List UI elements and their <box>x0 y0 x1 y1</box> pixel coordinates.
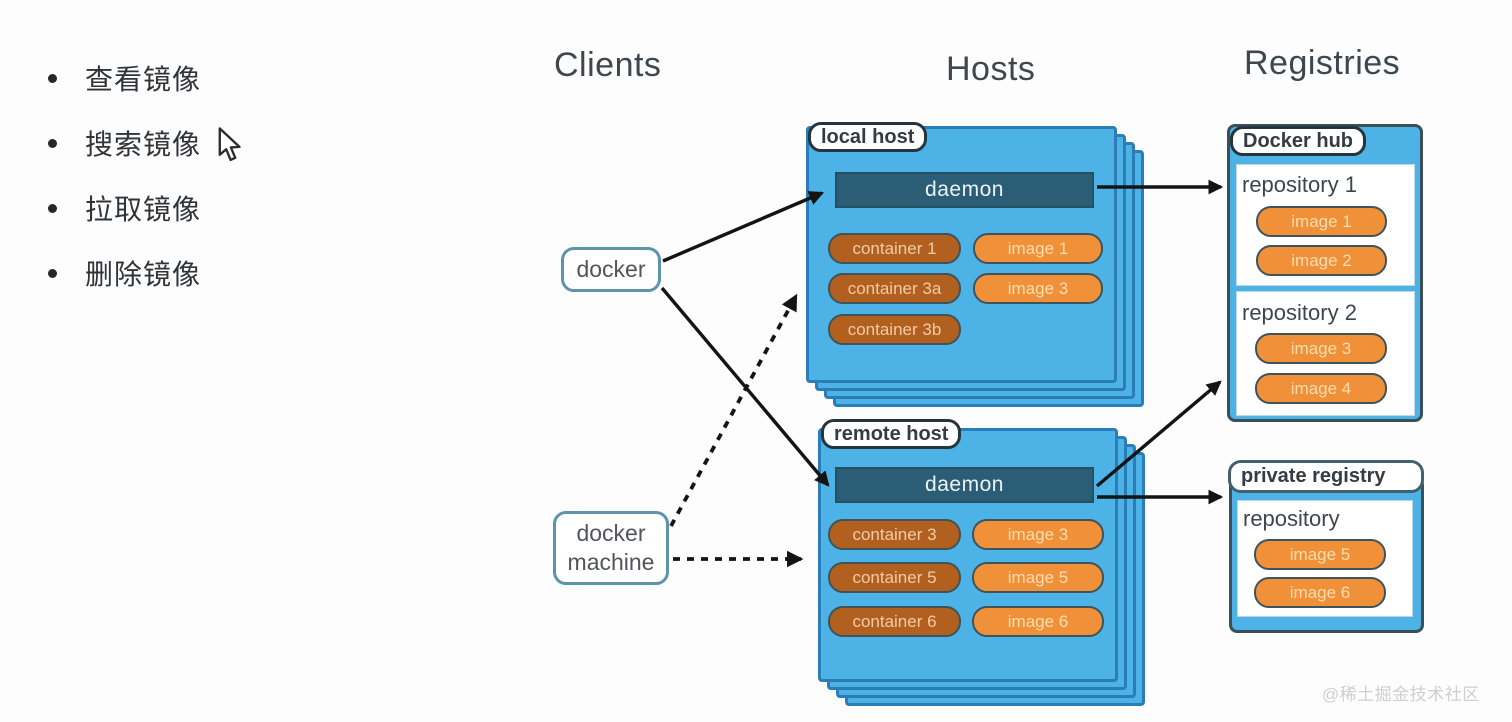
container-pill: container 3a <box>828 273 961 304</box>
column-title-clients: Clients <box>554 46 662 84</box>
registry-label-private: private registry <box>1228 460 1424 493</box>
bullet-item-search-images: 搜索镜像 <box>48 123 201 163</box>
bullet-label: 拉取镜像 <box>85 194 202 225</box>
image-pill: image 3 <box>972 519 1104 550</box>
bullet-dot <box>48 138 57 148</box>
container-pill: container 6 <box>828 606 961 637</box>
container-pill: container 5 <box>828 562 961 593</box>
bullet-dot <box>48 73 57 83</box>
bullet-item-view-images: 查看镜像 <box>48 58 201 98</box>
image-pill: image 5 <box>972 562 1104 593</box>
container-pill: container 3 <box>828 519 961 550</box>
image-pill: image 3 <box>973 273 1103 304</box>
host-label-local: local host <box>808 122 928 152</box>
image-pill: image 1 <box>973 233 1103 264</box>
arrow-docker-to-remote-daemon <box>660 286 830 487</box>
registry-image-pill: image 1 <box>1256 206 1387 237</box>
mouse-cursor-icon <box>218 127 241 162</box>
bullet-label: 搜索镜像 <box>85 129 202 160</box>
arrow-docker-to-local-daemon <box>662 191 825 263</box>
container-pill: container 1 <box>828 233 961 264</box>
registry-label-docker-hub: Docker hub <box>1230 126 1367 156</box>
bullet-label: 删除镜像 <box>85 259 202 290</box>
arrow-docker-machine-to-local-host <box>669 293 798 527</box>
host-label-remote: remote host <box>821 419 962 449</box>
registry-image-pill: image 3 <box>1255 333 1387 364</box>
bullet-list: 查看镜像 搜索镜像 拉取镜像 删除镜像 <box>48 58 201 293</box>
bullet-item-pull-images: 拉取镜像 <box>48 188 201 228</box>
registry-image-pill: image 2 <box>1256 245 1387 276</box>
watermark: @稀土掘金技术社区 <box>1322 685 1480 704</box>
repo-name: repository 1 <box>1242 172 1357 197</box>
client-box-docker-machine: docker machine <box>553 511 669 585</box>
registry-image-pill: image 5 <box>1254 539 1386 570</box>
registry-image-pill: image 6 <box>1254 577 1386 608</box>
bullet-label: 查看镜像 <box>85 64 202 95</box>
column-title-registries: Registries <box>1244 44 1401 82</box>
daemon-bar-remote: daemon <box>835 467 1094 503</box>
bullet-dot <box>48 268 57 278</box>
repo-name: repository <box>1243 506 1340 531</box>
bullet-item-delete-images: 删除镜像 <box>48 253 201 293</box>
container-pill: container 3b <box>828 314 961 345</box>
column-title-hosts: Hosts <box>946 50 1036 88</box>
client-box-docker: docker <box>561 247 661 292</box>
image-pill: image 6 <box>972 606 1104 637</box>
repo-name: repository 2 <box>1242 300 1357 325</box>
registry-image-pill: image 4 <box>1255 373 1387 404</box>
daemon-bar-local: daemon <box>835 172 1094 208</box>
bullet-dot <box>48 203 57 213</box>
